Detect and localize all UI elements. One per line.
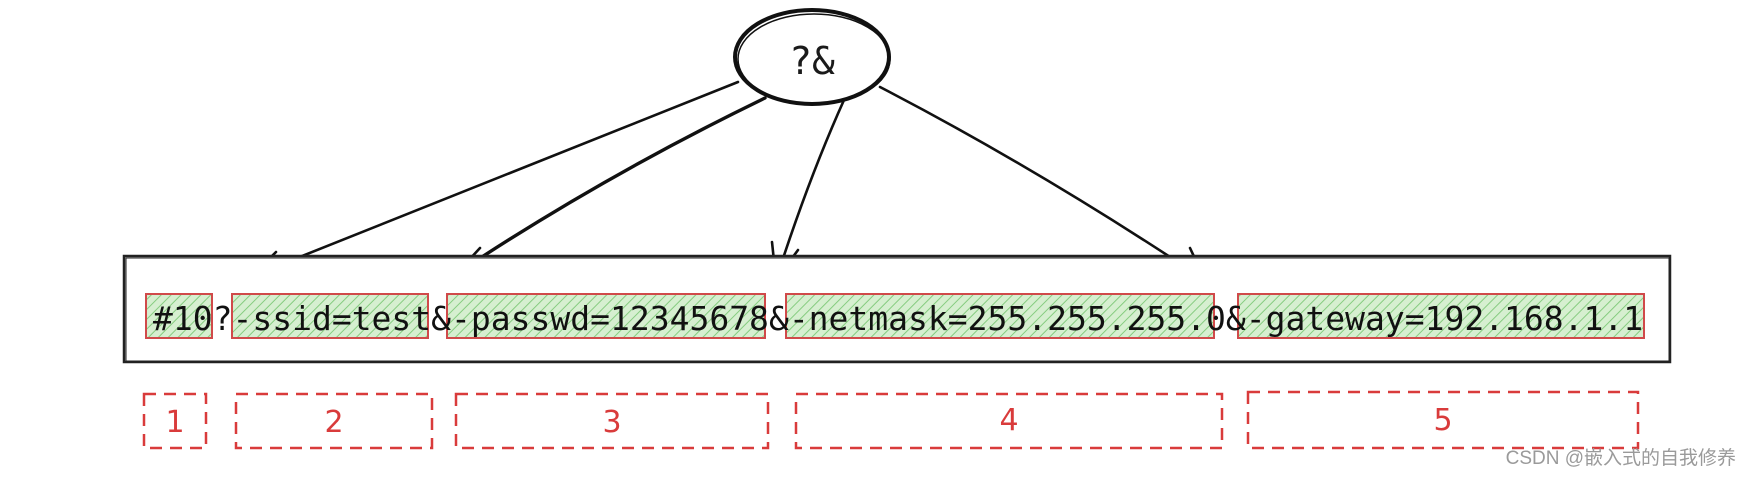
segment-netmask: -netmask=255.255.255.0 [789, 299, 1226, 338]
index-box-1 [142, 392, 208, 450]
center-node-label: ?& [789, 39, 835, 83]
index-box-5 [1246, 390, 1640, 450]
index-label-4: 4 [999, 403, 1018, 438]
segment-passwd: -passwd=12345678 [451, 299, 769, 338]
index-box-3 [454, 392, 770, 450]
arrow-to-segment-2 [250, 80, 740, 285]
index-label-2: 2 [324, 405, 343, 440]
index-box-2 [234, 392, 434, 450]
watermark: CSDN @嵌入式的自我修养 [1506, 447, 1736, 469]
segment-device-id: #10 [153, 299, 213, 338]
arrow-to-segment-4 [770, 98, 846, 282]
index-labels: 1 2 3 4 5 [165, 403, 1452, 440]
segment-ssid: -ssid=test [232, 299, 431, 338]
separator-question: ? [213, 299, 233, 338]
index-label-3: 3 [602, 405, 621, 440]
highlight-2 [231, 293, 429, 339]
arrow-to-segment-5 [878, 85, 1207, 282]
arrows [250, 80, 1207, 285]
command-string: #10?-ssid=test&-passwd=12345678&-netmask… [153, 299, 1643, 338]
index-label-1: 1 [165, 405, 184, 440]
center-node: ?& [733, 8, 891, 106]
separator-ampersand: & [769, 299, 789, 338]
highlight-4 [785, 293, 1215, 339]
segment-gateway: -gateway=192.168.1.1 [1246, 299, 1643, 338]
separator-ampersand: & [1226, 299, 1246, 338]
segment-highlights [145, 293, 1645, 339]
index-boxes [142, 390, 1640, 450]
index-label-5: 5 [1433, 403, 1452, 438]
highlight-5 [1237, 293, 1645, 339]
arrow-to-segment-3 [454, 96, 767, 276]
highlight-3 [446, 293, 766, 339]
separator-ampersand: & [431, 299, 451, 338]
highlight-1 [145, 293, 213, 339]
